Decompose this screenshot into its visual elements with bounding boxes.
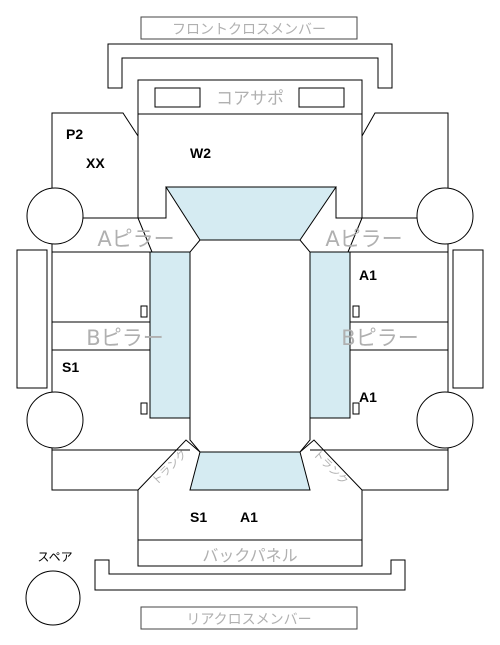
- front-left-wheel: [26, 187, 84, 245]
- a-pillar-right-label: Aピラー: [325, 227, 402, 251]
- left-front-door-handle: [140, 305, 148, 318]
- b-pillar-lines: [52, 321, 448, 351]
- damage-code-hood: W2: [190, 145, 211, 161]
- damage-code-front-left-top: P2: [66, 126, 83, 142]
- rear-right-wheel: [416, 391, 474, 449]
- left-side-window: [149, 251, 191, 419]
- b-pillar-left-label: Bピラー: [86, 326, 163, 350]
- damage-code-front-left-bottom: XX: [86, 155, 105, 171]
- back-panel-label: バックパネル: [202, 546, 297, 565]
- front-cross-member-box: [140, 16, 358, 40]
- rear-left-wheel: [26, 391, 84, 449]
- trunk-right-diagonal: [299, 439, 363, 491]
- damage-code-trunk-right: A1: [240, 509, 258, 525]
- front-bumper: [107, 43, 393, 89]
- right-side-skirt: [452, 249, 484, 389]
- spare-label: スペア: [37, 550, 72, 564]
- trunk-left-diagonal: [137, 439, 201, 491]
- core-support-label: コアサポ: [216, 89, 284, 109]
- rear-cross-member-label: リアクロスメンバー: [186, 612, 311, 628]
- back-panel: [137, 539, 363, 567]
- b-pillar-right-label: Bピラー: [341, 326, 418, 350]
- core-support-right-slot: [298, 87, 345, 108]
- right-side-window: [309, 251, 351, 419]
- core-support-left-slot: [154, 87, 201, 108]
- right-rear-door-handle: [352, 402, 360, 415]
- damage-code-right-rear-door: A1: [359, 389, 377, 405]
- damage-code-trunk-left: S1: [190, 509, 207, 525]
- rear-glass: [189, 451, 311, 491]
- a-pillar-left-label: Aピラー: [97, 227, 174, 251]
- left-rear-door-handle: [140, 402, 148, 415]
- roof: [189, 239, 311, 453]
- front-cross-member-label: フロントクロスメンバー: [172, 22, 326, 38]
- left-side-skirt: [16, 249, 48, 389]
- damage-code-left-rear-door: S1: [62, 359, 79, 375]
- damage-code-right-front-door: A1: [359, 267, 377, 283]
- spare-tire: [25, 570, 81, 626]
- front-right-wheel: [416, 187, 474, 245]
- right-front-door-handle: [352, 305, 360, 318]
- rear-bumper: [94, 559, 406, 591]
- rear-cross-member-box: [140, 606, 358, 630]
